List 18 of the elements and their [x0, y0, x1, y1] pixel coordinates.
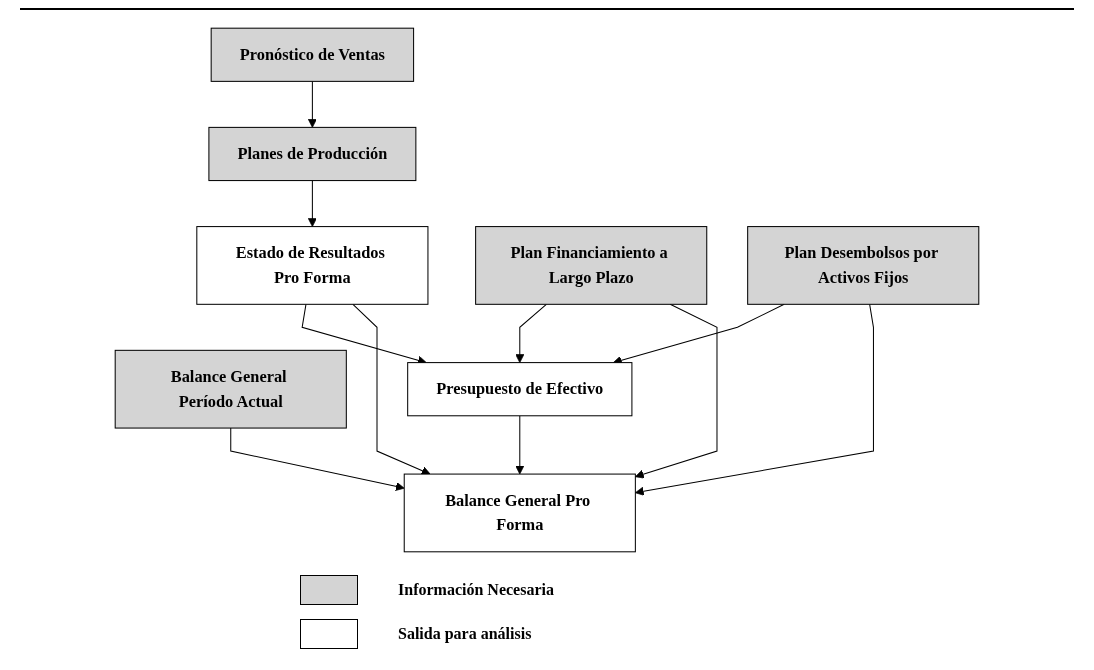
node-box: Estado de Resultados Pro Forma [196, 226, 429, 305]
arrow [307, 80, 317, 128]
node-box: Presupuesto de Efectivo [407, 362, 633, 417]
node-box: Plan Desembolsos por Activos Fijos [747, 226, 980, 305]
legend-label: Salida para análisis [398, 625, 532, 643]
arrow [307, 180, 317, 227]
arrow [352, 303, 431, 475]
legend-label: Información Necesaria [398, 581, 554, 599]
arrow [515, 303, 547, 363]
node-box: Plan Financiamiento a Largo Plazo [475, 226, 708, 305]
node-box: Pronóstico de Ventas [210, 27, 415, 82]
node-box: Balance General Pro Forma [403, 473, 636, 553]
arrow [634, 303, 874, 496]
node-box: Balance General Período Actual [114, 349, 347, 429]
arrow [515, 415, 525, 475]
arrow [634, 303, 718, 479]
arrow [230, 427, 405, 491]
node-box: Planes de Producción [208, 126, 417, 182]
